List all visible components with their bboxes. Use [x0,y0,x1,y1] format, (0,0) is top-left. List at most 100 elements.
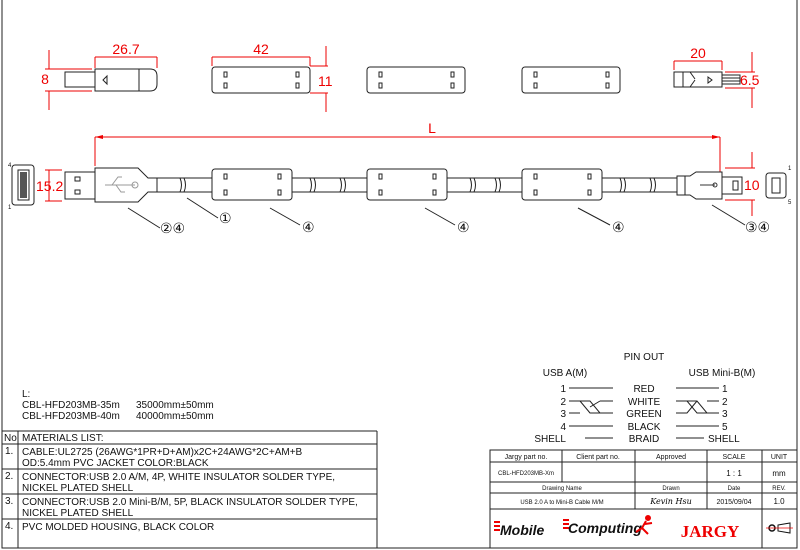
pin-left: SHELL [534,434,566,445]
materials-no-header: No [4,433,17,444]
pin-label: 1 [788,166,792,172]
material-line: OD:5.4mm PVC JACKET COLOR:BLACK [22,458,209,469]
pin-right: 2 [722,397,728,408]
rev-value: 1.0 [773,497,785,506]
pin-right: 1 [722,384,728,395]
jargy-part-value: CBL-HFD203MB-Xm [498,471,554,477]
ferrite-length-dim: 42 [253,41,269,57]
jargy-part-label: Jargy part no. [505,454,548,461]
approved-label: Approved [656,454,686,461]
wire-color: GREEN [626,409,662,420]
mobile-computing-logo: Mobile Computing [494,515,653,538]
cable-break-mark [494,177,501,193]
length-table-title: L: [22,389,30,400]
material-no: 2. [5,471,13,482]
material-line: CONNECTOR:USB 2.0 A/M, 4P, WHITE INSULAT… [22,472,335,483]
length-table: L: CBL-HFD203MB-35m 35000mm±50mm CBL-HFD… [22,389,214,422]
wire-color: WHITE [628,397,661,408]
ferrite-core [366,66,466,94]
material-line: NICKEL PLATED SHELL [22,508,134,519]
material-no: 3. [5,496,13,507]
drawn-signature: Kevin Hsu [649,497,692,506]
scale-value: 1 : 1 [726,469,742,478]
balloon-mini-b: ③④ [745,220,770,236]
length-dimension: L [94,120,721,172]
ferrite-core [211,66,311,94]
usb-logo-icon [105,176,139,193]
material-line: NICKEL PLATED SHELL [22,483,134,494]
length-value: 40000mm±50mm [136,411,214,422]
svg-text:Mobile: Mobile [500,522,545,538]
length-value: 35000mm±50mm [136,400,214,411]
material-line: CONNECTOR:USB 2.0 Mini-B/M, 5P, BLACK IN… [22,497,358,508]
pin-right: 3 [722,409,728,420]
material-no: 4. [5,521,13,532]
ferrite-core [521,66,621,94]
ferrite-side-views [179,168,656,201]
title-block: Jargy part no. Client part no. Approved … [489,449,798,549]
ferrite-dimensions: 42 11 [211,41,333,112]
pin-right: SHELL [708,434,740,445]
rev-label: REV. [772,486,786,492]
drawing-name-label: Drawing Name [542,486,582,492]
jargy-brand-logo: JARGY [681,522,740,541]
material-line: CABLE:UL2725 (26AWG*1PR+D+AM)x2C+24AWG*2… [22,447,303,458]
pin-left: 4 [560,422,566,433]
materials-title: MATERIALS LIST: [22,433,104,444]
mini-b-side-view: 1 5 10 [676,152,792,216]
client-part-label: Client part no. [576,454,620,461]
mini-b-length-dim: 20 [690,45,706,61]
usb-a-top-view: 26.7 8 [41,41,158,110]
ferrite-top-views [211,66,621,94]
balloon-cable: ① [219,211,232,227]
date-value: 2015/09/04 [716,499,751,506]
balloon-usb-a: ②④ [160,221,185,237]
runner-icon [635,515,653,535]
materials-table: No MATERIALS LIST: 1. CABLE:UL2725 (26AWG… [2,430,378,548]
mini-b-width-dim: 10 [744,177,760,193]
pinout: PIN OUT USB A(M) USB Mini-B(M) 1 RED 1 2 WHI… [534,352,755,445]
usb-a-width-dim: 15.2 [36,178,63,194]
wire-color: RED [633,384,654,395]
usb-logo-icon [700,182,718,188]
pin-label: 4 [8,163,12,169]
svg-text:Computing: Computing [568,520,642,536]
length-part: CBL-HFD203MB-35m [22,400,120,411]
mini-b-thickness-dim: 6.5 [740,72,760,88]
arrow-marker-icon [102,74,108,86]
ferrite-core [521,168,603,201]
wire-color: BRAID [629,434,660,445]
balloon-ferrite: ④ [457,220,470,236]
wire-color: BLACK [628,422,661,433]
ferrite-height-dim: 11 [318,73,333,89]
cable-break-mark [179,177,186,193]
ferrite-core [211,168,293,201]
mini-b-face [765,172,787,199]
material-line: PVC MOLDED HOUSING, BLACK COLOR [22,522,214,533]
length-label: L [428,120,436,136]
pin-right: 5 [722,422,728,433]
usb-a-length-dim: 26.7 [112,41,139,57]
balloon-ferrite: ④ [612,220,625,236]
pin-left: 2 [560,397,566,408]
scale-label: SCALE [723,454,746,461]
pinout-left-header: USB A(M) [543,368,587,379]
pinout-title: PIN OUT [624,352,665,363]
unit-label: UNIT [771,454,788,461]
material-no: 1. [5,446,13,457]
drawn-label: Drawn [662,486,679,492]
length-part: CBL-HFD203MB-40m [22,411,120,422]
pin-left: 1 [560,384,566,395]
pin-left: 3 [560,409,566,420]
unit-value: mm [772,469,786,478]
date-label: Date [728,486,741,492]
pin-label: 1 [8,205,12,211]
ferrite-core [366,168,448,201]
projection-symbol-icon [766,522,793,534]
mini-b-top-view: 20 6.5 [673,45,760,108]
pinout-right-header: USB Mini-B(M) [689,368,756,379]
callouts [127,197,746,229]
cable-break-mark [469,177,476,193]
usb-a-side-view: 4 1 15.2 [8,163,158,211]
